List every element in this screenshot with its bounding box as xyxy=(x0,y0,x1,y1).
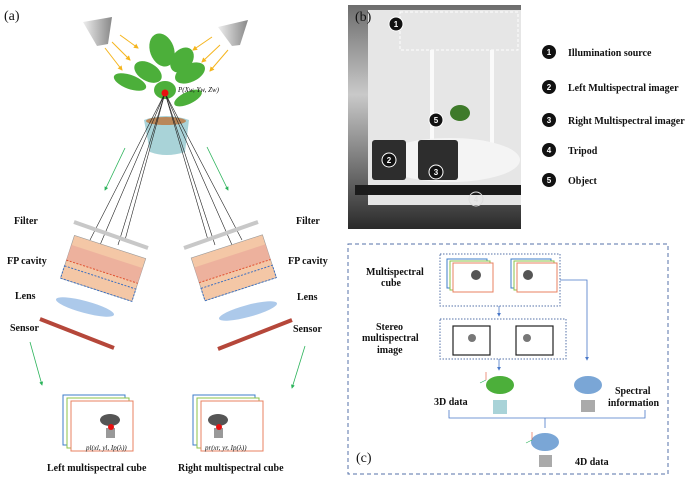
stereo-label-1: Stereo xyxy=(376,322,403,333)
light-rays xyxy=(104,34,229,72)
pot-icon xyxy=(144,116,189,155)
svg-text:Right Multispectral imager: Right Multispectral imager xyxy=(568,116,685,127)
flow-arrows xyxy=(448,279,646,428)
svg-text:2: 2 xyxy=(547,83,552,92)
stereo-label-2: multispectral xyxy=(362,333,419,344)
legend-item: 1 Illumination source xyxy=(542,45,652,59)
cube-group xyxy=(439,253,561,307)
svg-text:5: 5 xyxy=(547,176,552,185)
stereo-group xyxy=(439,318,567,360)
spectral-label-1: Spectral xyxy=(615,386,651,397)
left-filter xyxy=(73,220,149,250)
plant-4d-icon xyxy=(525,432,559,467)
svg-text:Left Multispectral imager: Left Multispectral imager xyxy=(568,83,679,94)
plant-icon xyxy=(113,33,205,107)
svg-text:5: 5 xyxy=(434,116,439,125)
label-3d-data: 3D data xyxy=(434,397,468,408)
panel-b-tag: (b) xyxy=(355,10,372,25)
left-lens xyxy=(55,297,115,317)
filter-label-left: Filter xyxy=(14,216,38,227)
svg-text:4: 4 xyxy=(474,195,479,204)
sensor-label-right: Sensor xyxy=(293,324,322,335)
stereo-label-3: image xyxy=(377,345,403,356)
svg-text:4: 4 xyxy=(547,146,552,155)
optical-rays xyxy=(89,92,243,246)
svg-text:1: 1 xyxy=(394,20,399,29)
mini-cubes xyxy=(446,258,558,293)
svg-text:3: 3 xyxy=(434,168,439,177)
left-sensor xyxy=(39,317,115,350)
left-cube xyxy=(62,394,134,452)
panel-c-frame xyxy=(347,243,669,475)
legend-item: 5 Object xyxy=(542,173,598,187)
stereo-images xyxy=(452,325,554,356)
point-label: P(Xw, Yw, Zw) xyxy=(177,86,220,94)
panel-a-tag: (a) xyxy=(4,9,20,24)
direction-arrows xyxy=(29,146,306,389)
legend: 1 Illumination source 2 Left Multispectral… xyxy=(542,45,685,187)
svg-text:1: 1 xyxy=(547,48,552,57)
svg-text:Object: Object xyxy=(568,176,598,187)
left-lamp-icon xyxy=(83,17,112,46)
plant-spectral-icon xyxy=(574,376,602,412)
right-filter xyxy=(183,220,259,250)
sensor-label-left: Sensor xyxy=(10,323,39,334)
panel-c-tag: (c) xyxy=(356,451,372,466)
right-point-label: pr(xr, yr, Ip(λ)) xyxy=(204,444,247,452)
legend-item: 2 Left Multispectral imager xyxy=(542,80,679,94)
right-cube xyxy=(192,394,264,452)
right-cube-label: Right multispectral cube xyxy=(178,463,284,474)
svg-text:2: 2 xyxy=(387,156,392,165)
spectral-label-2: information xyxy=(608,398,660,409)
point-marker xyxy=(161,89,169,97)
multispectral-cube-label-2: cube xyxy=(381,278,402,289)
right-lamp-icon xyxy=(218,20,248,46)
left-point-label: pl(xl, yl, Ip(λ)) xyxy=(85,444,127,452)
legend-item: 4 Tripod xyxy=(542,143,598,157)
svg-text:Tripod: Tripod xyxy=(568,146,598,157)
fp-label-left: FP cavity xyxy=(7,256,47,267)
svg-text:3: 3 xyxy=(547,116,552,125)
left-cube-label: Left multispectral cube xyxy=(47,463,147,474)
legend-item: 3 Right Multispectral imager xyxy=(542,113,685,127)
label-4d-data: 4D data xyxy=(575,457,609,468)
lens-label-right: Lens xyxy=(297,292,318,303)
left-fp-cavity xyxy=(59,235,147,303)
svg-text:Illumination source: Illumination source xyxy=(568,48,652,59)
lens-label-left: Lens xyxy=(15,291,36,302)
right-sensor xyxy=(217,318,293,351)
filter-label-right: Filter xyxy=(296,216,320,227)
fp-label-right: FP cavity xyxy=(288,256,328,267)
right-lens xyxy=(218,301,278,321)
plant-3d-icon xyxy=(479,372,514,414)
right-fp-cavity xyxy=(190,234,277,302)
multispectral-cube-label-1: Multispectral xyxy=(366,267,424,278)
photo-markers: 1 2 3 4 5 xyxy=(381,16,484,207)
